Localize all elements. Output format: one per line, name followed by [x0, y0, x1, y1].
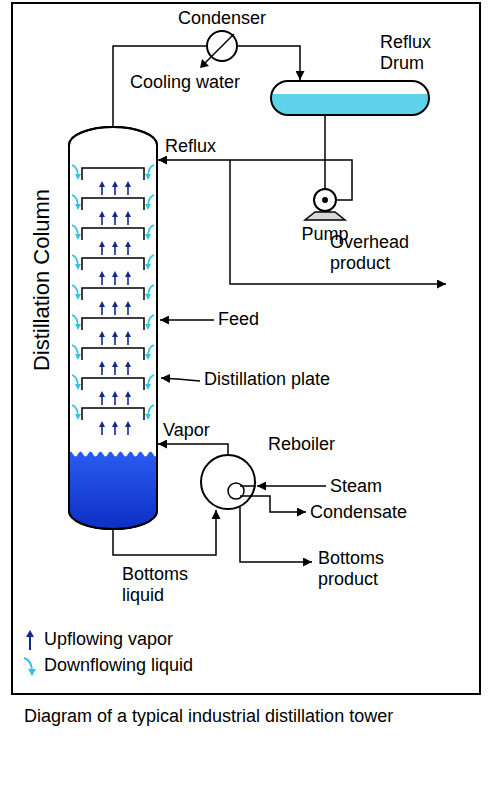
- stream-label: Reflux: [165, 136, 216, 157]
- feed-arrow: [160, 319, 214, 321]
- distillation-column: Distillation Column: [68, 126, 158, 530]
- bottoms-product-line: [240, 507, 312, 562]
- distillation-column-outline: [68, 126, 158, 530]
- reflux-drum-outline: [270, 80, 430, 116]
- condenser-symbol-outline: [206, 30, 238, 62]
- legend-text: Downflowing liquid: [44, 655, 193, 676]
- reboiler-symbol: Reboiler: [200, 454, 256, 510]
- overhead-line: [230, 160, 446, 284]
- pump-symbol-outline: [313, 188, 337, 212]
- process-label: Feed: [218, 309, 259, 330]
- pump-symbol: Pump: [313, 188, 337, 212]
- condenser-symbol: Condenser: [206, 30, 238, 62]
- pipe-connector: [238, 46, 300, 80]
- pipe-connector: [158, 444, 228, 454]
- stream-label: Vapor: [163, 420, 210, 441]
- process-label: Bottoms product: [318, 548, 398, 589]
- legend-vapor-sample: [26, 630, 34, 650]
- pipe-connector: [324, 116, 326, 188]
- plate-leader: [161, 378, 200, 381]
- process-label: Overhead product: [330, 232, 430, 273]
- reflux-drum: Reflux Drum: [270, 80, 430, 116]
- process-label: Condensate: [310, 502, 407, 523]
- node-label: Reflux Drum: [380, 32, 446, 73]
- figure-caption: Diagram of a typical industrial distilla…: [24, 706, 393, 727]
- process-label: Cooling water: [130, 72, 240, 93]
- steam-line: [257, 485, 326, 487]
- node-label: Distillation Column: [29, 189, 54, 371]
- stream-label: Bottoms liquid: [122, 564, 202, 605]
- legend-text: Upflowing vapor: [44, 629, 173, 650]
- condensate-line: [256, 496, 306, 512]
- legend-liquid-sample: [24, 658, 36, 676]
- frame: [12, 3, 480, 694]
- node-label: Reboiler: [268, 434, 335, 455]
- process-label: Steam: [330, 476, 382, 497]
- node-label: Condenser: [178, 8, 266, 29]
- process-label: Distillation plate: [204, 369, 330, 390]
- reboiler-symbol-outline: [200, 454, 256, 510]
